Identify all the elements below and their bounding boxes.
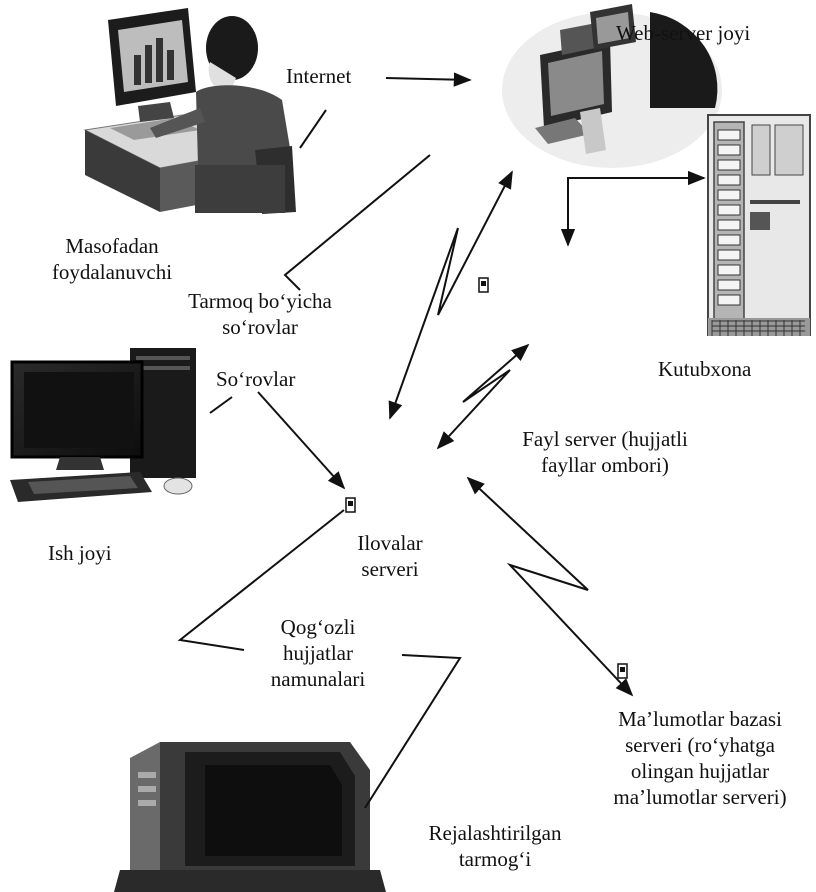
connector-requests [257,391,346,490]
label-file-server-line1: Fayl server (hujjatli [522,427,688,451]
label-planned-network-line1: Rejalashtirilgan [428,821,562,845]
connector-db-server [466,476,634,697]
label-remote-user-line2: foydalanuvchi [51,260,173,284]
connector-file-server [436,343,530,450]
label-network-requests-line2: so‘rovlar [222,315,298,339]
label-db-server: Ma’lumotlar bazasi serveri (ro‘yhatga ol… [588,706,812,810]
label-db-server-line1: Ma’lumotlar bazasi [618,707,782,731]
label-app-server-line1: Ilovalar [357,531,423,555]
label-file-server-line2: fayllar ombori) [541,453,669,477]
label-network-requests: Tarmoq bo‘yicha so‘rovlar [172,288,348,340]
connector-planned-network [364,654,462,809]
label-remote-user: Masofadan foydalanuvchi [8,233,216,285]
label-web-server: Web-server joyi [616,21,751,45]
connector-internet-user [299,109,327,149]
remote-user-illustration [83,8,296,214]
device-icon [345,497,356,513]
library-server-illustration [707,114,811,336]
label-remote-user-line1: Masofadan [65,234,159,258]
connector-web-library [560,170,706,247]
workplace-illustration [10,348,196,502]
label-internet: Internet [286,64,352,88]
connector-app-web [388,170,513,420]
label-app-server: Ilovalar serveri [340,530,440,582]
device-icon [478,277,489,293]
label-network-requests-line1: Tarmoq bo‘yicha [188,289,332,313]
label-paper-docs-line1: Qog‘ozli [280,615,356,639]
label-paper-docs-line2: hujjatlar [283,641,353,665]
label-paper-docs-line3: namunalari [270,667,366,691]
label-planned-network-line2: tarmog‘i [458,847,532,871]
label-db-server-line4: ma’lumotlar serveri) [613,785,787,809]
label-file-server: Fayl server (hujjatli fayllar ombori) [486,426,724,478]
label-paper-docs: Qog‘ozli hujjatlar namunalari [248,614,388,692]
device-icon [617,663,628,679]
planned-network-illustration [114,742,386,892]
label-app-server-line2: serveri [361,557,419,581]
web-server-illustration [502,4,722,168]
label-workplace: Ish joyi [48,541,112,565]
connector-network-requests [283,154,431,291]
label-db-server-line3: olingan hujjatlar [630,759,770,783]
connector-requests-tick [209,396,233,414]
label-planned-network: Rejalashtirilgan tarmog‘i [400,820,590,872]
label-library: Kutubxona [658,357,752,381]
connector-internet [385,72,472,87]
label-requests: So‘rovlar [216,367,296,391]
label-db-server-line2: serveri (ro‘yhatga [625,733,775,757]
connector-paper-docs [177,509,345,651]
